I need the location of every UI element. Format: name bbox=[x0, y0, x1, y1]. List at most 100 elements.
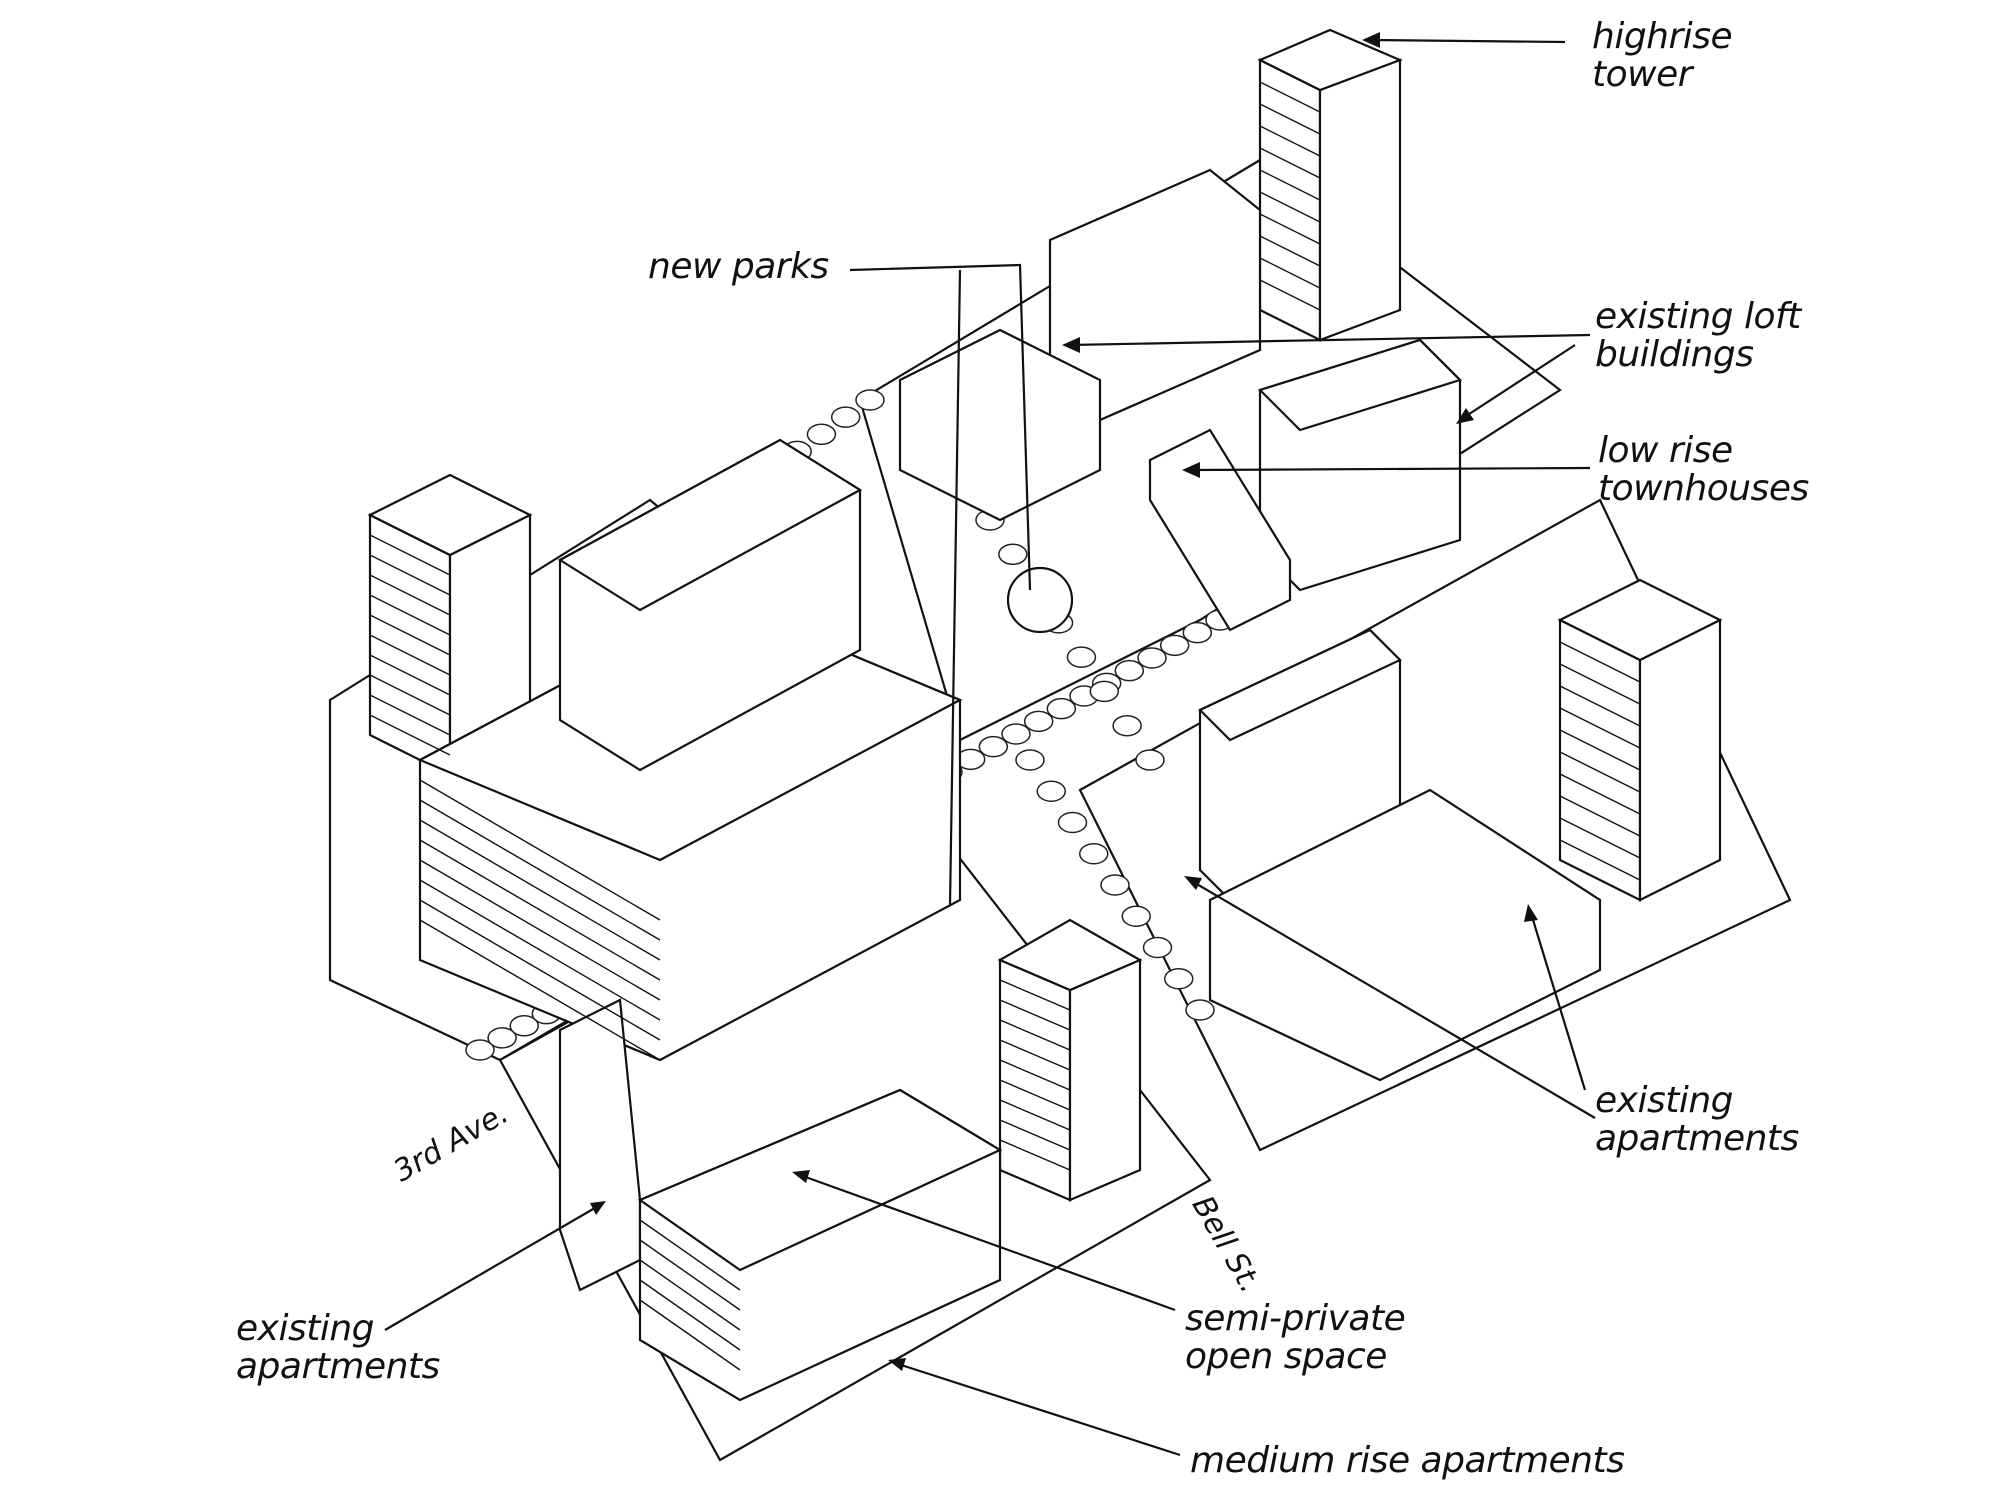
tree-icon bbox=[1142, 936, 1173, 959]
tree-icon bbox=[509, 1015, 539, 1037]
window-band bbox=[1259, 103, 1321, 135]
leader-lines bbox=[384, 32, 1596, 1457]
window-band bbox=[1259, 125, 1321, 157]
window-band bbox=[1559, 729, 1641, 771]
label-highrise-tower: highrise tower bbox=[1592, 16, 1733, 95]
window-band bbox=[369, 614, 451, 656]
label-existing-apartments-right-line2: apartments bbox=[1595, 1118, 1799, 1159]
leader-medium-rise bbox=[894, 1361, 1181, 1457]
tree-icon bbox=[1057, 811, 1088, 834]
leader-semi-private bbox=[799, 1173, 1176, 1312]
tree-icon bbox=[1015, 749, 1045, 771]
leader-loft-2 bbox=[1459, 344, 1576, 421]
label-medium-rise-line1: medium rise apartments bbox=[1190, 1440, 1625, 1481]
label-semi-private-open-space: semi-private open space bbox=[1185, 1298, 1406, 1377]
window-band bbox=[999, 1039, 1071, 1071]
tree-icon bbox=[1100, 874, 1130, 896]
label-semi-private-line2: open space bbox=[1185, 1336, 1387, 1377]
window-band bbox=[1259, 81, 1321, 113]
south-medium-rise-roof bbox=[637, 1088, 1003, 1272]
west-block-buildings bbox=[367, 438, 963, 1062]
label-highrise-tower-line2: tower bbox=[1592, 54, 1693, 95]
window-band bbox=[999, 1119, 1071, 1151]
window-band bbox=[999, 1079, 1071, 1111]
window-band bbox=[639, 1279, 741, 1351]
label-new-parks-line1: new parks bbox=[648, 246, 829, 287]
label-existing-loft-buildings: existing loft buildings bbox=[1595, 298, 1801, 374]
tree-icon bbox=[1001, 723, 1031, 745]
window-band bbox=[369, 634, 451, 676]
window-band bbox=[1259, 279, 1321, 311]
label-new-parks: new parks bbox=[648, 248, 829, 286]
loft-building-east-roof bbox=[1257, 338, 1463, 432]
window-band bbox=[1559, 685, 1641, 727]
tree-icon bbox=[1182, 621, 1213, 644]
label-existing-loft-line2: buildings bbox=[1595, 334, 1754, 375]
tree-icon bbox=[1185, 999, 1215, 1021]
tree-icon bbox=[855, 389, 885, 411]
townhouse-row bbox=[1148, 428, 1292, 632]
window-band bbox=[1559, 707, 1641, 749]
tree-icon bbox=[1135, 749, 1165, 771]
label-highrise-tower-line1: highrise bbox=[1592, 16, 1733, 57]
label-existing-apartments-left-line2: apartments bbox=[236, 1346, 440, 1387]
window-band bbox=[369, 594, 451, 636]
window-band bbox=[1259, 147, 1321, 179]
window-band bbox=[369, 574, 451, 616]
west-tower-roof bbox=[367, 473, 533, 557]
window-band bbox=[1559, 663, 1641, 705]
east-midrise-roof bbox=[1198, 628, 1402, 742]
label-existing-loft-line1: existing loft bbox=[1595, 296, 1801, 337]
window-band bbox=[369, 674, 451, 716]
window-band bbox=[1559, 641, 1641, 683]
tree-icon bbox=[1137, 647, 1167, 669]
south-tower-roof bbox=[997, 918, 1143, 992]
label-low-rise-townhouses: low rise townhouses bbox=[1598, 432, 1809, 508]
west-north-roof bbox=[557, 438, 863, 612]
window-band bbox=[419, 819, 661, 961]
window-band bbox=[1559, 839, 1641, 881]
label-existing-apartments-right: existing apartments bbox=[1595, 1082, 1799, 1158]
window-band bbox=[369, 534, 451, 576]
window-band bbox=[999, 1139, 1071, 1171]
window-band bbox=[419, 919, 661, 1061]
window-band bbox=[419, 859, 661, 1001]
label-townhouses-line2: townhouses bbox=[1598, 468, 1809, 509]
window-band bbox=[419, 799, 661, 941]
window-band bbox=[639, 1239, 741, 1311]
tree-icon bbox=[1112, 714, 1142, 737]
window-band bbox=[1559, 795, 1641, 837]
tree-icon bbox=[1036, 780, 1066, 802]
window-band bbox=[999, 1019, 1071, 1051]
label-existing-apartments-left: existing apartments bbox=[236, 1310, 440, 1386]
window-band bbox=[999, 999, 1071, 1031]
window-band bbox=[419, 879, 661, 1021]
leader-new-parks-2 bbox=[948, 269, 962, 906]
window-band bbox=[639, 1259, 741, 1331]
east-tower-side bbox=[1638, 618, 1722, 902]
tree-icon bbox=[465, 1039, 495, 1061]
window-band bbox=[1259, 191, 1321, 223]
label-medium-rise-apartments: medium rise apartments bbox=[1190, 1440, 1625, 1481]
label-townhouses-line1: low rise bbox=[1598, 430, 1733, 471]
tree-icon bbox=[1159, 634, 1190, 657]
window-band bbox=[369, 694, 451, 736]
window-band bbox=[999, 979, 1071, 1011]
north-west-wing bbox=[898, 328, 1102, 522]
tree-icon bbox=[830, 406, 861, 428]
tree-icon bbox=[998, 543, 1028, 566]
window-band bbox=[419, 839, 661, 981]
window-band bbox=[1559, 773, 1641, 815]
leader-townhouses bbox=[1189, 466, 1591, 472]
tree-icon bbox=[1066, 646, 1097, 668]
tree-icon bbox=[806, 423, 837, 446]
east-block-buildings bbox=[1198, 578, 1723, 1082]
west-tower-front bbox=[368, 513, 452, 777]
leader-loft-1 bbox=[1069, 333, 1591, 347]
window-band bbox=[1259, 213, 1321, 245]
label-semi-private-line1: semi-private bbox=[1185, 1298, 1406, 1339]
window-band bbox=[1259, 169, 1321, 201]
leader-existing-apts-left bbox=[384, 1204, 601, 1331]
tree-icon bbox=[1046, 697, 1077, 720]
